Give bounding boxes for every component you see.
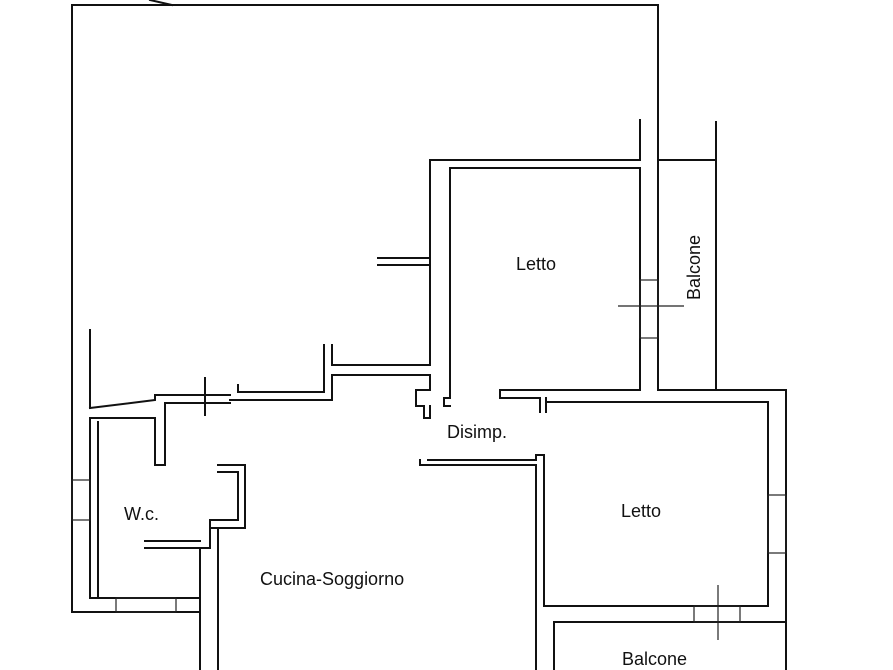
- wc-partition: [144, 464, 246, 670]
- label-balcone-right: Balcone: [684, 235, 704, 300]
- label-letto-lower: Letto: [621, 501, 661, 521]
- label-disimp: Disimp.: [447, 422, 507, 442]
- lower-bedroom-walls: [419, 401, 787, 670]
- label-cucina-soggiorno: Cucina-Soggiorno: [260, 569, 404, 589]
- right-balcony: [657, 121, 787, 670]
- label-letto-upper: Letto: [516, 254, 556, 274]
- upper-bedroom-walls: [429, 119, 684, 413]
- corridor-walls: [229, 257, 451, 419]
- label-balcone-bottom: Balcone: [622, 649, 687, 669]
- label-wc: W.c.: [124, 504, 159, 524]
- left-wing-walls: [71, 329, 231, 613]
